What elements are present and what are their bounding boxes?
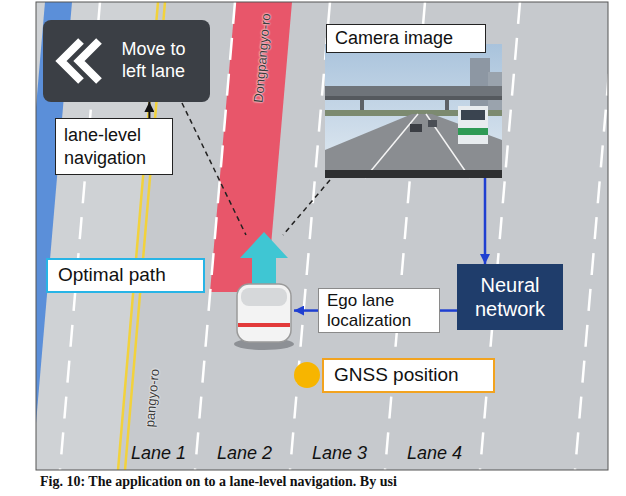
photo-bus — [458, 106, 488, 144]
road-map — [36, 2, 608, 470]
photo-bus — [461, 110, 485, 120]
network-box: Neural network — [457, 264, 563, 330]
vehicle-stripe — [238, 323, 290, 327]
connector-arrow — [148, 102, 150, 118]
lane-label: Lane 4 — [407, 443, 462, 464]
gnss-dot — [294, 362, 320, 388]
photo-bridge — [325, 86, 502, 96]
photo-car — [428, 120, 437, 127]
street-name: pangyo-ro — [142, 368, 162, 428]
banner-text: Move to left lane — [108, 39, 200, 82]
photo-bus — [458, 128, 488, 135]
connector-arrow — [484, 178, 487, 264]
connector-arrow — [440, 309, 457, 312]
leader-line — [283, 180, 330, 235]
lane-divider — [290, 2, 330, 470]
lane-label: Lane 3 — [312, 443, 367, 464]
photo-sky — [325, 44, 502, 178]
vehicle-body — [237, 284, 291, 342]
lane-divider — [575, 2, 608, 470]
road-surface — [36, 2, 608, 470]
note-box: Ego lane localization — [318, 288, 440, 333]
navigation-banner: Move to left lane — [43, 20, 210, 102]
box-label: GNSS position — [334, 363, 483, 388]
box-label: Neural network — [465, 273, 555, 321]
lane-divider — [60, 2, 608, 470]
localization-arrow — [294, 309, 318, 312]
chevron-icon — [51, 35, 103, 87]
photo-dashboard — [325, 170, 502, 178]
vehicle — [234, 284, 294, 350]
box-label: Optimal path — [58, 263, 193, 288]
box-label: Ego lane localization — [327, 291, 431, 330]
vehicle-roof — [241, 288, 287, 306]
lane-label: Lane 1 — [131, 443, 186, 464]
street-name: Dongpangyo-ro — [251, 13, 274, 104]
note-box: lane-level navigation — [55, 118, 173, 175]
leader-line — [182, 103, 330, 235]
legend-box: GNSS position — [322, 358, 495, 393]
image-title: Camera image — [326, 24, 486, 53]
chevron-icon — [79, 41, 99, 81]
photo-car — [410, 124, 422, 132]
leader-line — [182, 103, 246, 235]
box-label: lane-level navigation — [64, 124, 164, 169]
photo-building — [470, 58, 490, 110]
figure-caption: Fig. 10: The application on to a lane-le… — [40, 474, 397, 490]
camera-frame: Camera image — [322, 24, 502, 178]
camera-photo — [325, 44, 502, 178]
legend-box: Optimal path — [46, 258, 205, 293]
heading-arrow — [240, 232, 288, 284]
lane-label: Lane 2 — [217, 443, 272, 464]
photo-bridge — [325, 96, 502, 100]
frame — [36, 2, 608, 470]
photo-lane-mark — [365, 114, 418, 178]
